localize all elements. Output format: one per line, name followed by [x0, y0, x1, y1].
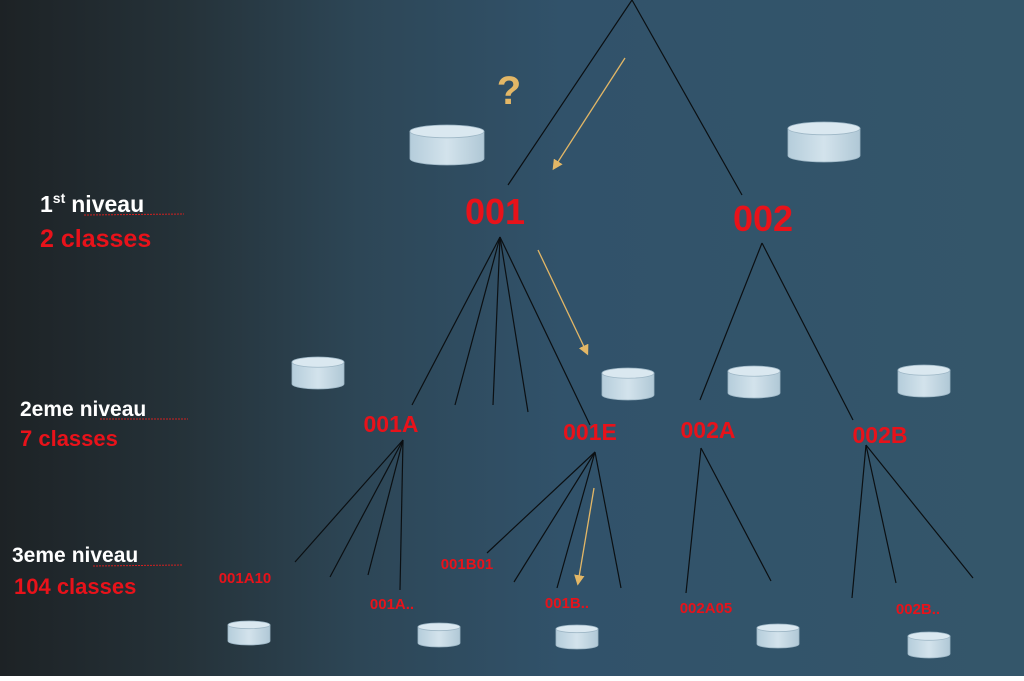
- database-cylinder-icon: [907, 631, 951, 659]
- node-001A10: 001A10: [219, 570, 272, 587]
- node-001B01: 001B01: [441, 556, 494, 573]
- search-path-arrow: [574, 487, 595, 586]
- database-icons: [227, 121, 951, 659]
- tree-edges: [294, 0, 974, 599]
- node-001A-more: 001A..: [370, 596, 414, 613]
- level-2-count: 7 classes: [20, 426, 118, 451]
- database-cylinder-icon: [555, 624, 599, 650]
- node-002B-more: 002B..: [896, 601, 940, 618]
- database-cylinder-icon: [787, 121, 861, 163]
- node-001: 001: [465, 191, 525, 232]
- node-002A05: 002A05: [680, 600, 733, 617]
- node-001B-more: 001B..: [545, 595, 589, 612]
- search-path-arrow: [552, 57, 626, 171]
- database-cylinder-icon: [601, 367, 655, 401]
- level-1-count: 2 classes: [40, 225, 151, 253]
- database-cylinder-icon: [227, 620, 271, 646]
- node-001E: 001E: [563, 419, 617, 445]
- database-cylinder-icon: [409, 124, 485, 166]
- level-3-count: 104 classes: [14, 574, 136, 599]
- search-path-arrow: [537, 249, 589, 356]
- database-cylinder-icon: [417, 622, 461, 648]
- question-mark-icon: ?: [497, 69, 521, 113]
- database-cylinder-icon: [727, 365, 781, 399]
- database-cylinder-icon: [756, 623, 800, 649]
- database-cylinder-icon: [291, 356, 345, 390]
- database-cylinder-icon: [897, 364, 951, 398]
- node-002: 002: [733, 198, 793, 239]
- node-002B: 002B: [853, 422, 908, 448]
- node-001A: 001A: [364, 411, 419, 437]
- node-002A: 002A: [681, 417, 736, 443]
